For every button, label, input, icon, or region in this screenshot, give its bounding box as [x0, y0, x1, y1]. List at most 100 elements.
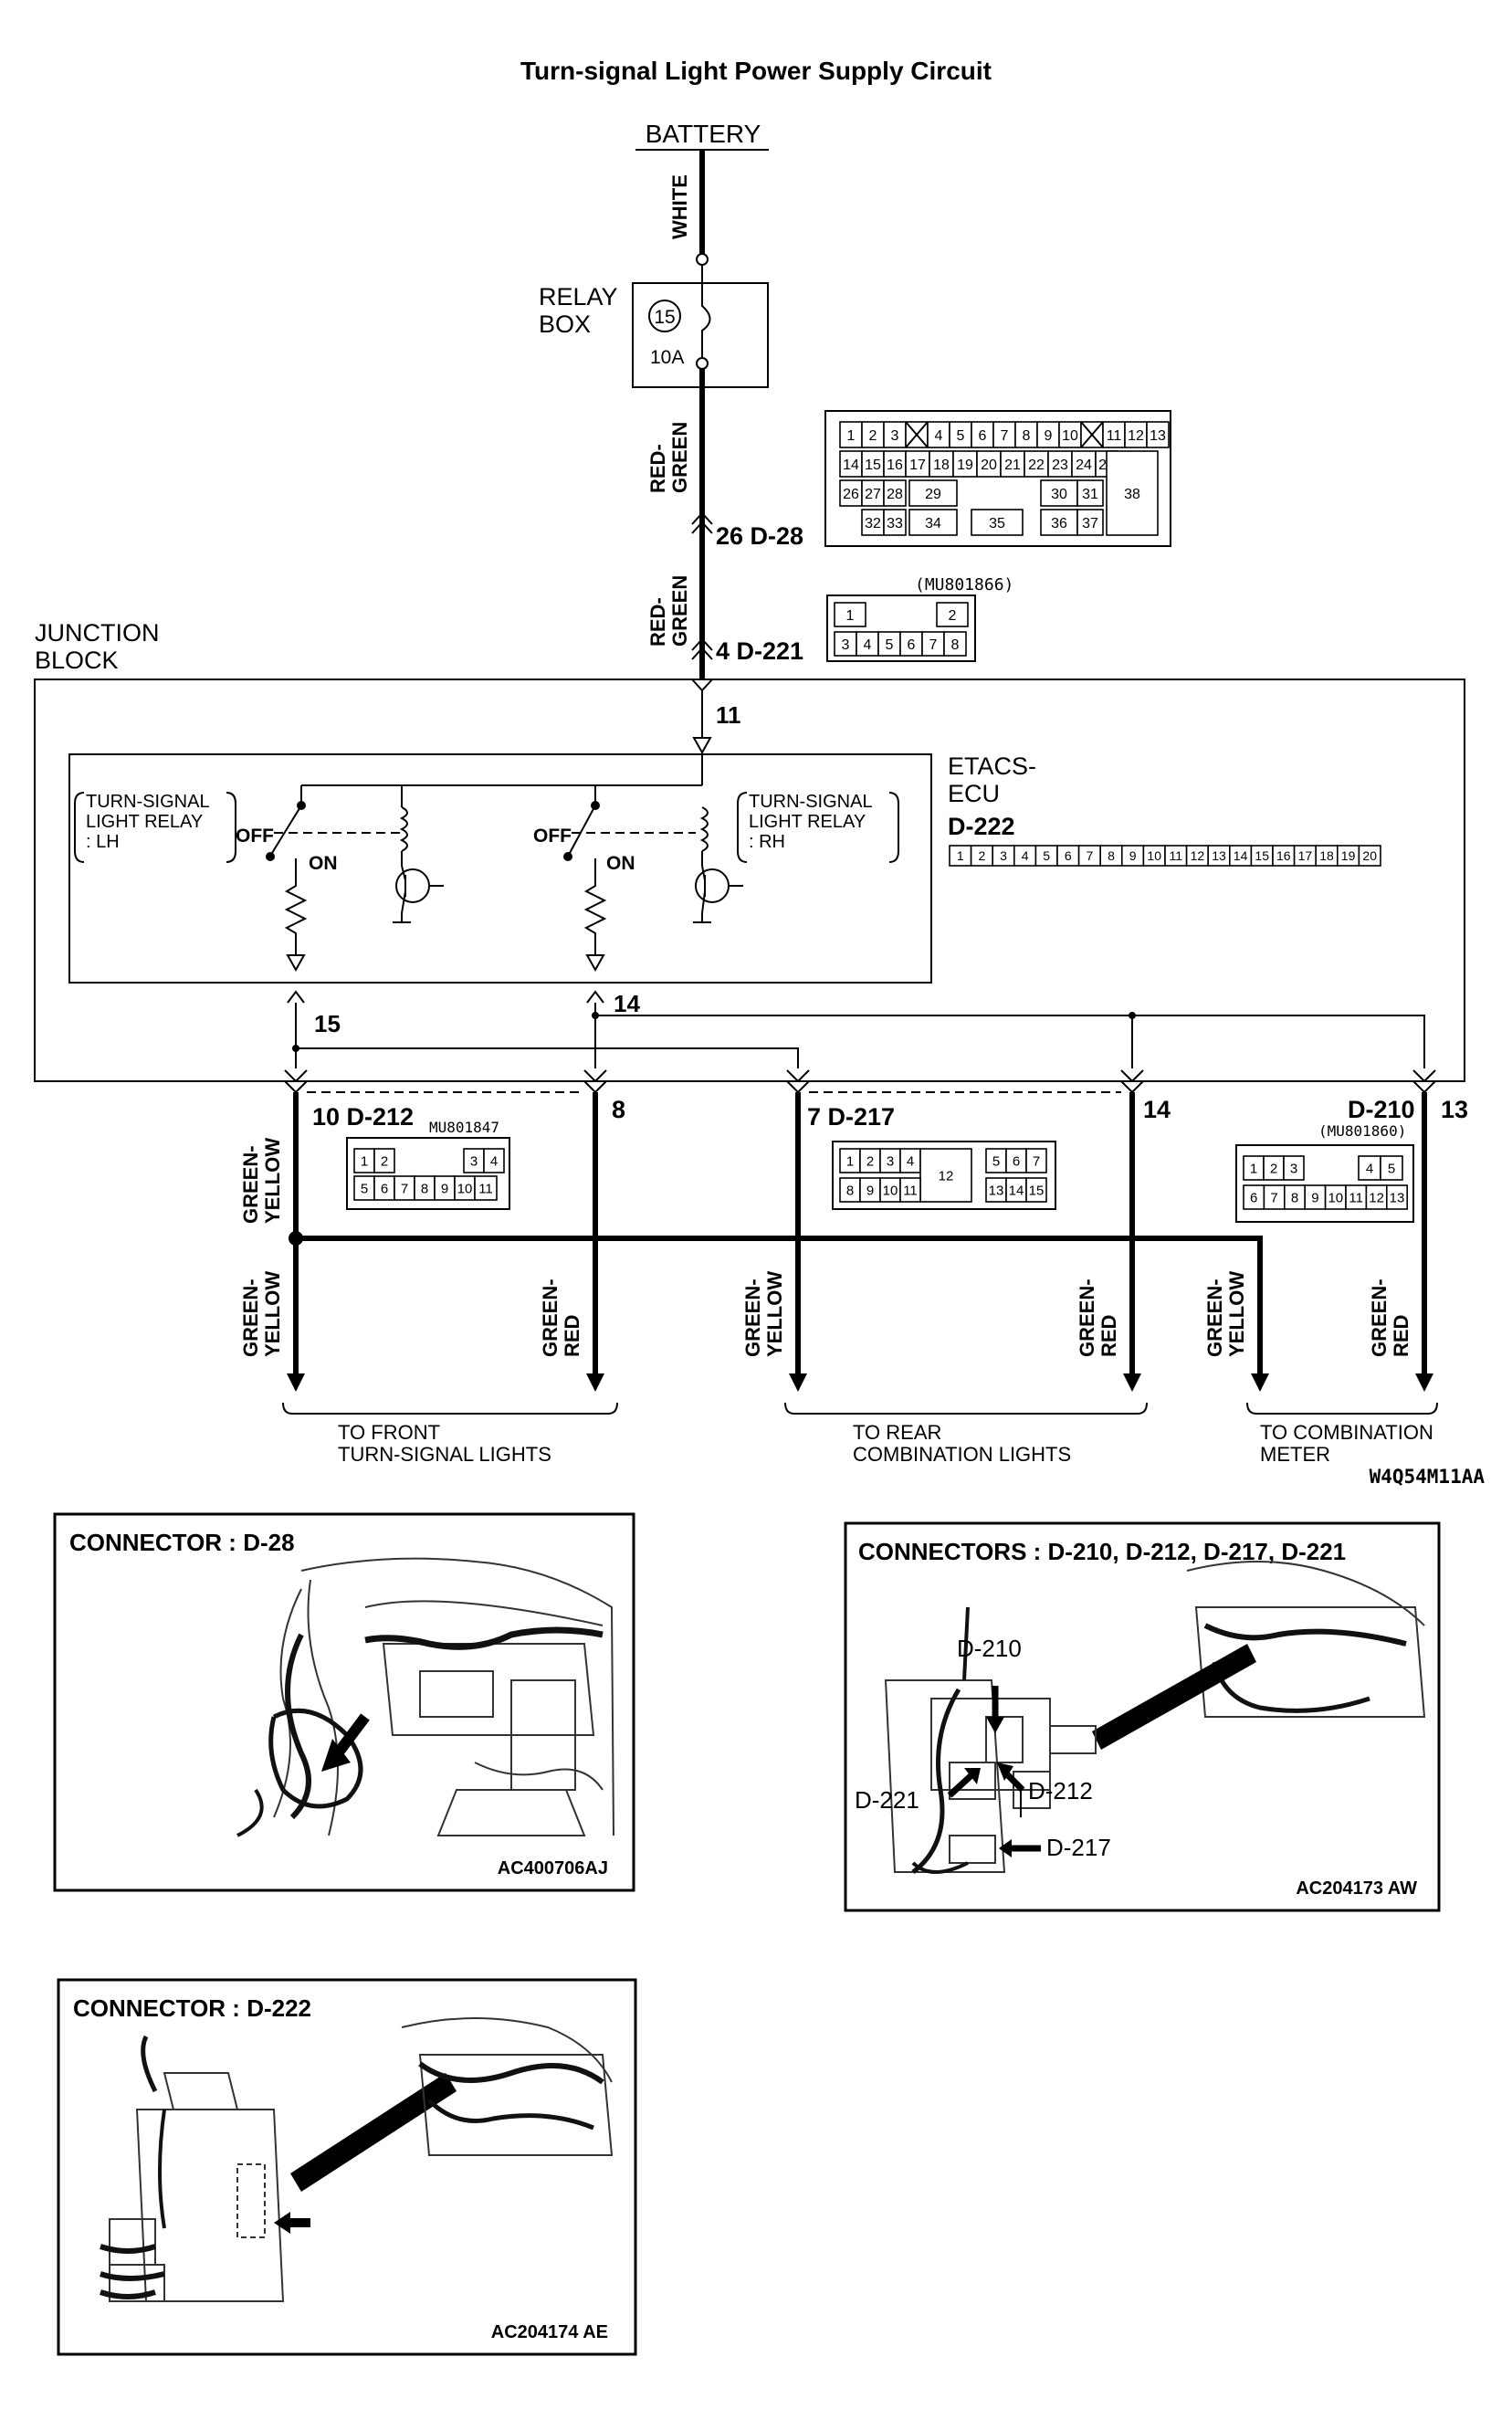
d217-pin-label: 10	[883, 1183, 898, 1198]
d28-pin-label: 26	[843, 487, 859, 502]
d28-pin-cell	[883, 509, 907, 536]
d28-pin-label: 36	[1051, 516, 1067, 531]
wire-meter-green-yellow	[296, 1236, 1263, 1375]
d222-pin-label: 13	[1212, 848, 1226, 863]
d28-pin-label: 38	[1124, 487, 1140, 502]
relay-lh-label-1: TURN-SIGNAL	[86, 792, 210, 812]
d221-pin-cell	[921, 631, 945, 657]
d210-pin-label: 7	[1270, 1190, 1277, 1205]
d222-pin-label: 10	[1147, 848, 1161, 863]
d212-pin-label: 7	[401, 1181, 408, 1196]
d212-pin-label: 1	[361, 1153, 368, 1169]
d222-pin-label: 4	[1022, 848, 1029, 863]
junction-block-label-2: BLOCK	[35, 647, 119, 674]
arrow-rear-2	[1123, 1373, 1141, 1392]
wire-label-front-yellow: YELLOW	[261, 1271, 284, 1357]
ecu-illustration	[100, 2017, 614, 2302]
d210-pin-cell	[1380, 1155, 1403, 1181]
relay-rh-switch-blade	[569, 805, 596, 854]
d28-pin-label: 2	[869, 428, 877, 444]
terminal-14b: 14	[1143, 1096, 1171, 1123]
d210-pin-label: 2	[1270, 1161, 1277, 1176]
d217-pin-label: 14	[1009, 1183, 1024, 1198]
d28-pin-cell	[1076, 479, 1104, 507]
d28-pin-cell	[1102, 421, 1126, 448]
d222-pin-label: 3	[1000, 848, 1007, 863]
d217-pin-label: 8	[846, 1183, 854, 1198]
fuse-number-circle	[648, 300, 681, 332]
d28-pin-label: 10	[1062, 428, 1078, 444]
d28-pin-cell	[905, 450, 930, 478]
relay-rh-resistor	[583, 858, 607, 955]
d217-pin-cell	[899, 1177, 921, 1203]
d212-pin-label: 4	[490, 1153, 498, 1169]
d28-pin-label: 30	[1051, 487, 1067, 502]
d210-pin-label: 6	[1250, 1190, 1257, 1205]
d28-pin-cell	[1014, 421, 1038, 448]
d28-pin-cell	[929, 450, 954, 478]
d28-blank-pin	[905, 421, 929, 448]
d212-pin-cell	[474, 1175, 498, 1201]
wire-label-front-green: GREEN-	[239, 1278, 262, 1357]
d28-pin-label: 14	[843, 458, 859, 473]
wire-label-green-1: GREEN	[668, 422, 691, 493]
etacs-pin15-mark	[287, 990, 305, 1004]
d28-pin-cell	[1040, 509, 1078, 536]
d210-pin-cell	[1283, 1155, 1305, 1181]
d221-pin-cell	[856, 631, 879, 657]
d222-pin-label: 2	[979, 848, 986, 863]
d28-pin-label: 15	[865, 458, 881, 473]
d217-pin-label: 6	[1013, 1153, 1020, 1169]
dest-rear-2: COMBINATION LIGHTS	[853, 1443, 1071, 1466]
wire-label-meter-yellow: YELLOW	[1225, 1271, 1248, 1357]
d210-pin-label: 10	[1328, 1190, 1343, 1205]
wire-label-upper-yellow: YELLOW	[261, 1138, 284, 1224]
wire-label-red-2: RED-	[646, 597, 669, 647]
wire-label-rear-green: GREEN-	[741, 1278, 764, 1357]
relay-box-label-2: BOX	[539, 310, 591, 338]
d222-pin-cell	[1358, 845, 1381, 867]
d222-pin-label: 18	[1319, 848, 1334, 863]
terminal-8: 8	[612, 1096, 625, 1123]
d212-pin-label: 6	[381, 1181, 388, 1196]
d28-pin-cell	[1036, 421, 1060, 448]
splice-point	[289, 1231, 303, 1246]
d210-pin-label: 3	[1290, 1161, 1297, 1176]
wire-label-white: WHITE	[668, 174, 691, 239]
d28-pin-label: 1	[847, 428, 856, 444]
wire-label-red-1: RED-	[646, 444, 669, 493]
etacs-input-arrow	[692, 737, 712, 755]
d217-pin-label: 13	[989, 1183, 1004, 1198]
junction-entry-mark	[691, 679, 713, 692]
d222-pin-label: 5	[1043, 848, 1050, 863]
d210-pin-label: 4	[1366, 1161, 1373, 1176]
relay-lh-resistor	[284, 858, 308, 955]
relay-rh-off-label: OFF	[533, 826, 572, 847]
d28-pin-cell	[1000, 450, 1025, 478]
d212-pin-label: 10	[457, 1181, 473, 1196]
d222-pin-label: 8	[1108, 848, 1115, 863]
d28-pin-label: 29	[925, 487, 941, 502]
d28-pin-label: 8	[1023, 428, 1031, 444]
d28-pin-label: 31	[1082, 487, 1098, 502]
d217-pin-label: 3	[887, 1153, 894, 1169]
d217-pin-cell	[1025, 1148, 1047, 1173]
d222-pin-label: 16	[1276, 848, 1291, 863]
d221-pin-label: 4	[864, 637, 872, 653]
d28-pin-label: 4	[935, 428, 943, 444]
relay-lh: TURN-SIGNAL LIGHT RELAY : LH OFF ON	[74, 785, 444, 973]
d28-pin-label: 17	[909, 458, 926, 473]
d222-pin-label: 11	[1170, 848, 1183, 863]
d221-pin-cell	[834, 602, 866, 627]
relay-rh-label-2: LIGHT RELAY	[749, 812, 866, 832]
d210-pin-label: 11	[1349, 1190, 1363, 1205]
d28-pin-cell	[883, 450, 907, 478]
d222-pin-label: 20	[1362, 848, 1377, 863]
brace-front	[282, 1402, 618, 1415]
junction-block-illustration	[884, 1561, 1426, 1874]
location-label-d221: D-221	[855, 1786, 919, 1814]
d28-pin-label: 6	[979, 428, 987, 444]
arrow-icon-d212	[997, 1762, 1013, 1781]
